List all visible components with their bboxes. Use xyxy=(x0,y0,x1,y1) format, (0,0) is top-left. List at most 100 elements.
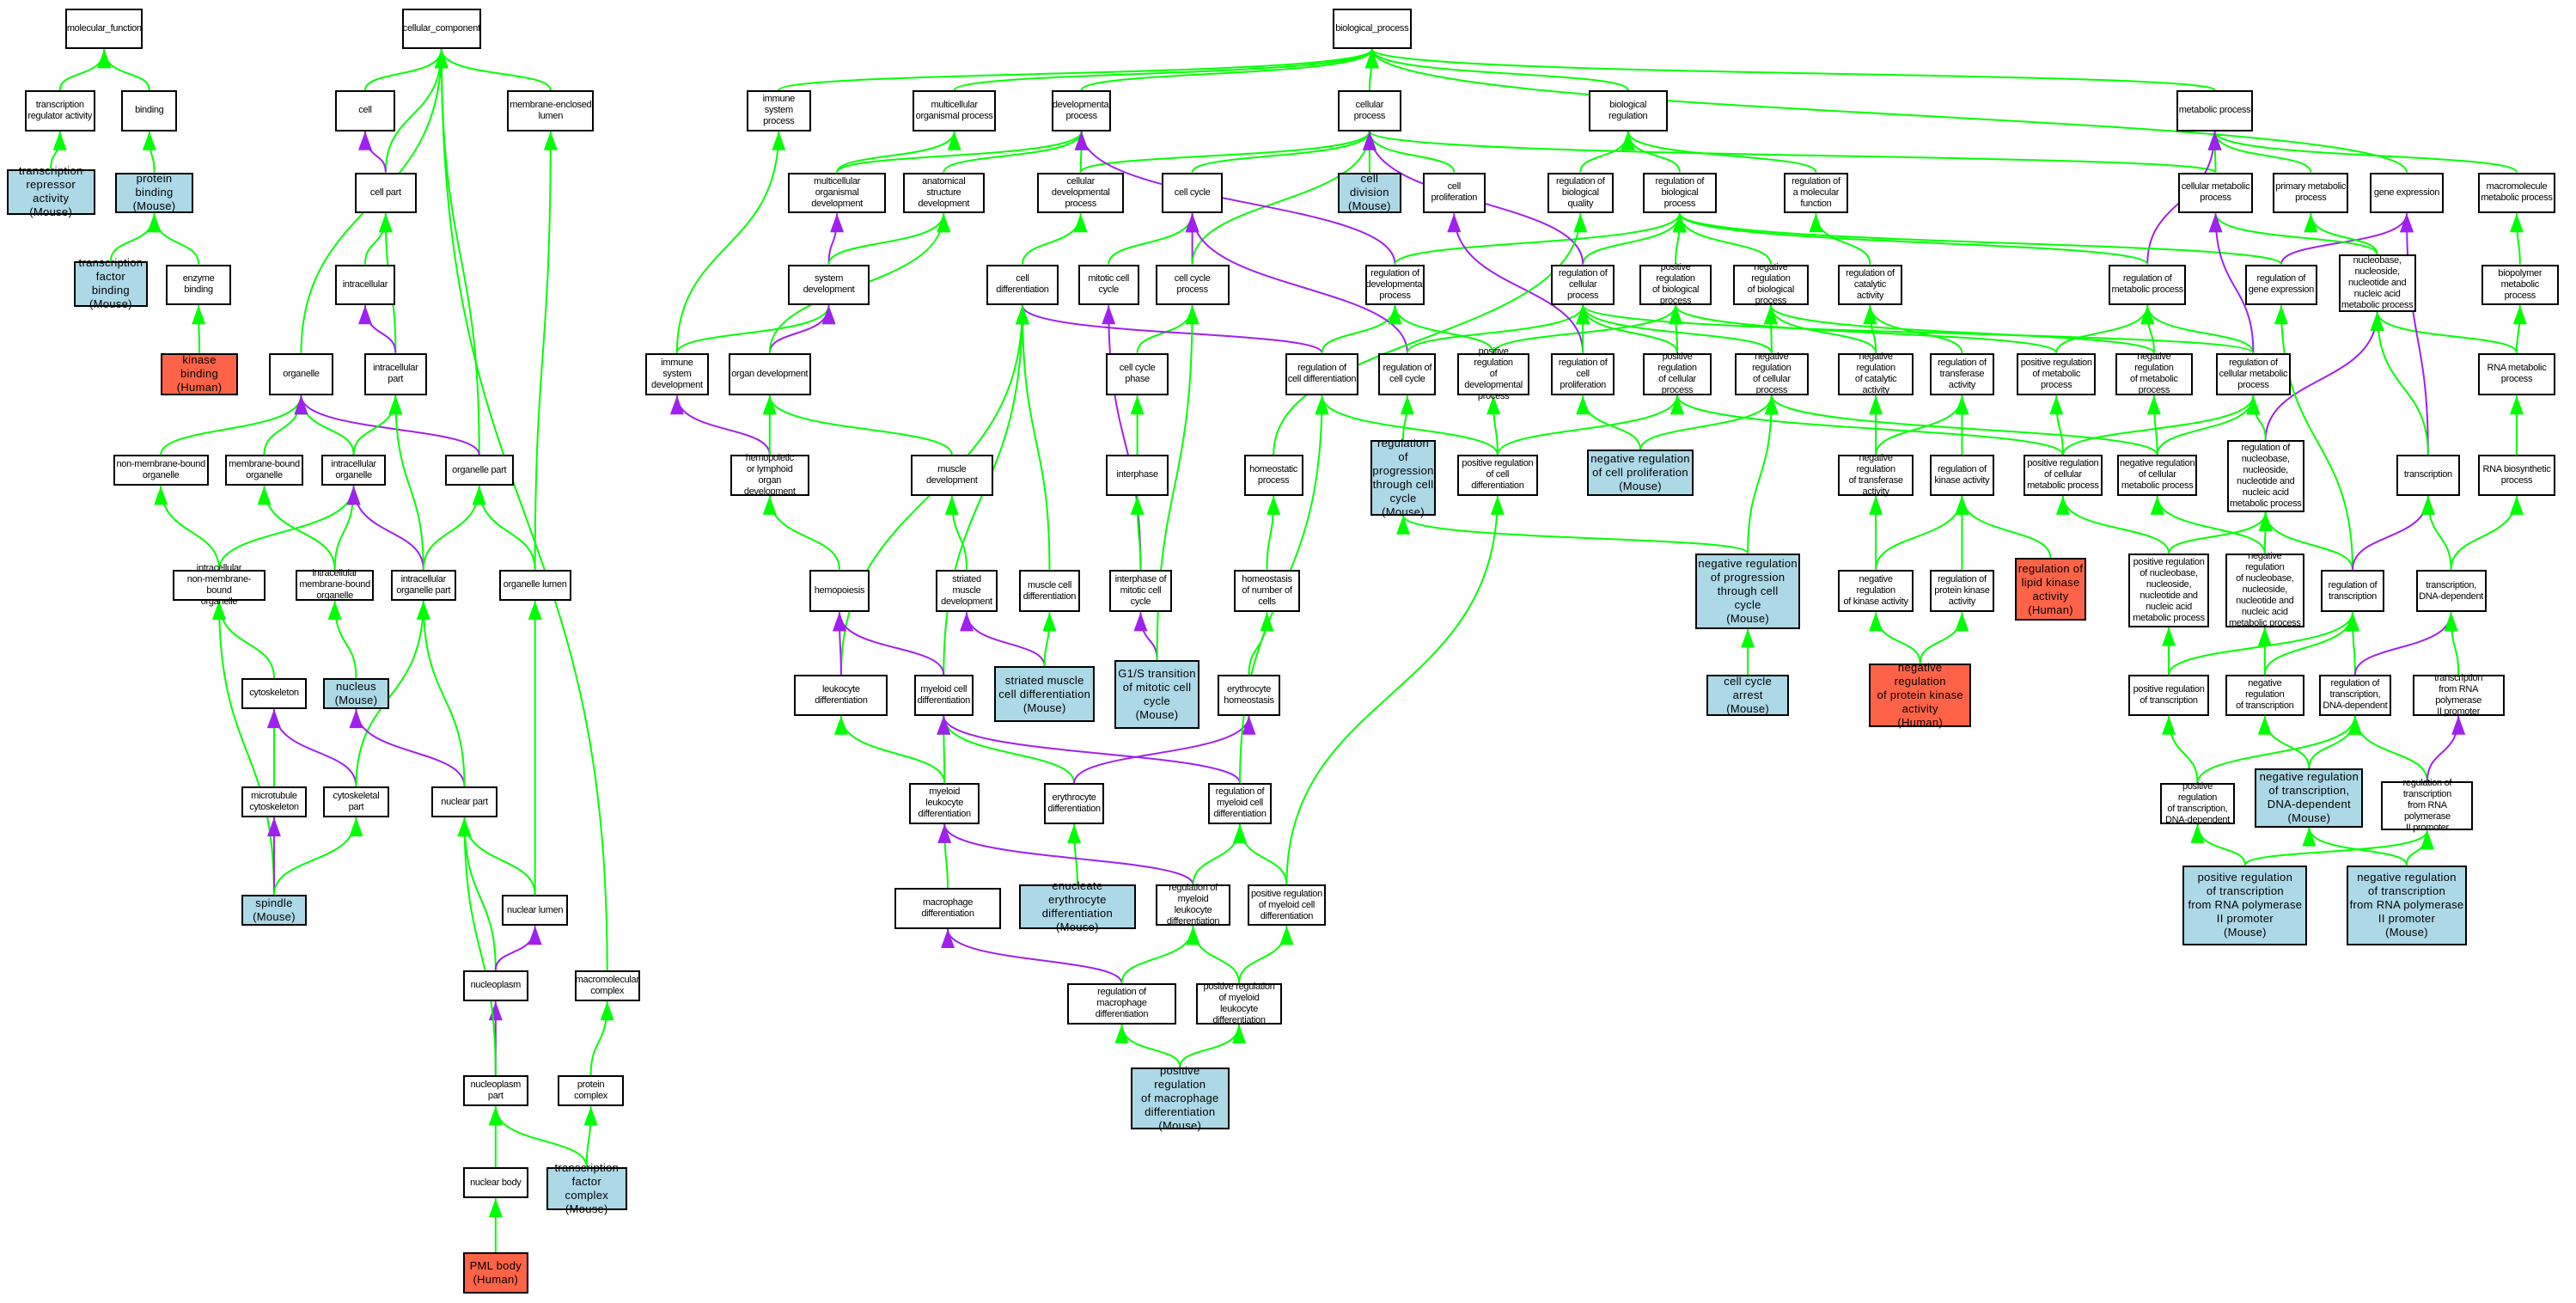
go-term-node[interactable]: immune system development xyxy=(644,352,710,396)
go-term-node[interactable]: RNA metabolic process xyxy=(2478,352,2555,396)
go-term-node[interactable]: intracellular non-membrane-bound organel… xyxy=(172,563,266,607)
go-term-node[interactable]: metabolic process xyxy=(2176,90,2254,132)
go-term-node[interactable]: regulation of transcription from RNA pol… xyxy=(2381,778,2474,833)
go-term-node[interactable]: nuclear lumen xyxy=(502,894,568,927)
go-term-node[interactable]: spindle (Mouse) xyxy=(241,894,308,927)
go-term-node[interactable]: regulation of progression through cell c… xyxy=(1370,437,1437,518)
go-term-node[interactable]: cell cycle arrest (Mouse) xyxy=(1706,675,1789,716)
go-term-node[interactable]: positive regulation of cellular metaboli… xyxy=(2024,455,2103,496)
go-term-node[interactable]: negative regulation of cellular metaboli… xyxy=(2116,455,2198,496)
go-term-node[interactable]: regulation of gene expression xyxy=(2244,264,2317,306)
go-term-node[interactable]: regulation of cell cycle xyxy=(1378,352,1437,396)
go-term-node[interactable]: cell differentiation xyxy=(986,264,1059,306)
go-term-node[interactable]: transcription xyxy=(2396,455,2461,496)
go-term-node[interactable]: striated muscle cell differentiation (Mo… xyxy=(994,666,1095,723)
go-term-node[interactable]: multicellular organismal process xyxy=(912,90,997,132)
go-term-node[interactable]: transcription factor complex (Mouse) xyxy=(546,1161,627,1215)
go-term-node[interactable]: muscle cell differentiation xyxy=(1019,569,1080,613)
go-term-node[interactable]: intracellular organelle part xyxy=(390,569,456,602)
go-term-node[interactable]: transcription regulator activity xyxy=(24,90,95,132)
go-term-node[interactable]: protein complex xyxy=(558,1075,624,1107)
go-term-node[interactable]: regulation of nucleobase, nucleoside, nu… xyxy=(2226,439,2304,512)
go-term-node[interactable]: biological regulation xyxy=(1588,90,1668,132)
go-term-node[interactable]: positive regulation of developmental pro… xyxy=(1457,346,1530,401)
go-term-node[interactable]: cell division (Mouse) xyxy=(1337,172,1402,214)
go-term-node[interactable]: developmental process xyxy=(1052,90,1112,132)
go-term-node[interactable]: non-membrane-bound organelle xyxy=(113,455,209,486)
go-term-node[interactable]: negative regulation of cellular process xyxy=(1734,352,1809,395)
go-term-node[interactable]: biopolymer metabolic process xyxy=(2481,264,2559,306)
go-term-node[interactable]: membrane-enclosed lumen xyxy=(507,90,595,132)
go-term-node[interactable]: regulation of macrophage differentiation xyxy=(1066,983,1177,1025)
go-term-node[interactable]: negative regulation of kinase activity xyxy=(1838,569,1914,613)
go-term-node[interactable]: macromolecular complex xyxy=(574,970,640,1002)
go-term-node[interactable]: cytoskeletal part xyxy=(323,786,389,818)
go-term-node[interactable]: hemopoietic or lymphoid organ developmen… xyxy=(729,453,809,497)
go-term-node[interactable]: intracellular organelle xyxy=(321,455,386,486)
go-term-node[interactable]: homeostatic process xyxy=(1243,455,1303,496)
go-term-node[interactable]: nucleoplasm part xyxy=(462,1075,528,1107)
go-term-node[interactable]: cell proliferation xyxy=(1422,172,1486,214)
go-term-node[interactable]: positive regulation of transcription xyxy=(2128,675,2209,716)
go-term-node[interactable]: kinase binding (Human) xyxy=(161,352,238,396)
go-term-node[interactable]: enzyme binding xyxy=(165,264,232,306)
go-term-node[interactable]: regulation of lipid kinase activity (Hum… xyxy=(2015,558,2086,621)
go-term-node[interactable]: regulation of cellular process xyxy=(1550,264,1615,306)
go-term-node[interactable]: regulation of biological process xyxy=(1642,172,1717,214)
go-term-node[interactable]: protein binding (Mouse) xyxy=(114,172,194,214)
go-term-node[interactable]: system development xyxy=(787,264,870,306)
go-term-node[interactable]: transcription from RNA polymerase II pro… xyxy=(2412,673,2505,717)
go-term-node[interactable]: striated muscle development xyxy=(935,569,998,613)
go-term-node[interactable]: organelle part xyxy=(444,455,514,486)
go-term-node[interactable]: regulation of myeloid cell differentiati… xyxy=(1207,783,1273,824)
go-term-node[interactable]: regulation of cell differentiation xyxy=(1285,352,1359,396)
go-term-node[interactable]: transcription repressor activity (Mouse) xyxy=(6,164,95,218)
go-term-node[interactable]: membrane-bound organelle xyxy=(224,455,304,486)
go-term-node[interactable]: nucleus (Mouse) xyxy=(323,677,389,710)
go-term-node[interactable]: immune system process xyxy=(747,90,811,132)
go-term-node[interactable]: positive regulation of metabolic process xyxy=(2017,352,2097,396)
go-term-node[interactable]: positive regulation of cell differentiat… xyxy=(1457,455,1538,496)
go-term-node[interactable]: positive regulation of myeloid cell diff… xyxy=(1247,884,1327,927)
go-term-node[interactable]: negative regulation of metabolic process xyxy=(2115,352,2193,395)
go-term-node[interactable]: negative regulation of progression throu… xyxy=(1695,553,1801,629)
go-term-node[interactable]: negative regulation of transcription fro… xyxy=(2347,865,2467,946)
go-term-node[interactable]: mitotic cell cycle xyxy=(1077,264,1139,306)
go-term-node[interactable]: erythrocyte homeostasis xyxy=(1218,675,1280,716)
go-term-node[interactable]: regulation of cellular metabolic process xyxy=(2215,352,2292,396)
go-term-node[interactable]: cell cycle process xyxy=(1155,264,1230,306)
go-term-node[interactable]: negative regulation of biological proces… xyxy=(1732,262,1809,306)
go-term-node[interactable]: muscle development xyxy=(911,455,993,496)
go-term-node[interactable]: negative regulation of transferase activ… xyxy=(1838,453,1914,497)
go-term-node[interactable]: positive regulation of transcription fro… xyxy=(2182,865,2308,946)
go-term-node[interactable]: intracellular membrane-bound organelle xyxy=(295,568,375,601)
go-term-node[interactable]: organelle lumen xyxy=(498,569,571,602)
go-term-node[interactable]: regulation of transferase activity xyxy=(1930,352,1994,396)
go-term-node[interactable]: regulation of developmental process xyxy=(1365,264,1425,306)
go-term-node[interactable]: binding xyxy=(121,90,178,132)
go-term-node[interactable]: positive regulation of biological proces… xyxy=(1639,262,1712,306)
go-term-node[interactable]: cell xyxy=(334,90,396,132)
go-term-node[interactable]: cell cycle xyxy=(1162,172,1223,214)
go-term-node[interactable]: leukocyte differentiation xyxy=(794,675,888,716)
go-term-node[interactable]: biological_process xyxy=(1332,8,1412,50)
go-term-node[interactable]: negative regulation of nucleobase, nucle… xyxy=(2225,551,2304,628)
go-term-node[interactable]: positive regulation of cellular process xyxy=(1642,352,1712,395)
go-term-node[interactable]: cell cycle phase xyxy=(1106,352,1169,396)
go-term-node[interactable]: cellular developmental process xyxy=(1037,172,1125,214)
go-term-node[interactable]: homeostasis of number of cells xyxy=(1234,569,1300,613)
go-term-node[interactable]: enucleate erythrocyte differentiation (M… xyxy=(1019,879,1136,933)
go-term-node[interactable]: nuclear body xyxy=(462,1167,528,1199)
go-term-node[interactable]: cellular process xyxy=(1337,90,1402,132)
go-term-node[interactable]: hemopoiesis xyxy=(809,569,870,613)
go-term-node[interactable]: negative regulation of cell proliferatio… xyxy=(1586,450,1694,496)
go-term-node[interactable]: regulation of cell proliferation xyxy=(1550,352,1615,396)
go-term-node[interactable]: positive regulation of nucleobase, nucle… xyxy=(2128,553,2209,627)
go-term-node[interactable]: multicellular organismal development xyxy=(787,172,887,214)
go-term-node[interactable]: nucleoplasm xyxy=(462,970,528,1002)
go-term-node[interactable]: regulation of kinase activity xyxy=(1930,455,1994,496)
go-term-node[interactable]: transcription, DNA-dependent xyxy=(2415,569,2487,613)
go-term-node[interactable]: myeloid cell differentiation xyxy=(913,675,974,716)
go-term-node[interactable]: regulation of metabolic process xyxy=(2109,264,2187,306)
go-term-node[interactable]: macromolecule metabolic process xyxy=(2478,172,2555,214)
